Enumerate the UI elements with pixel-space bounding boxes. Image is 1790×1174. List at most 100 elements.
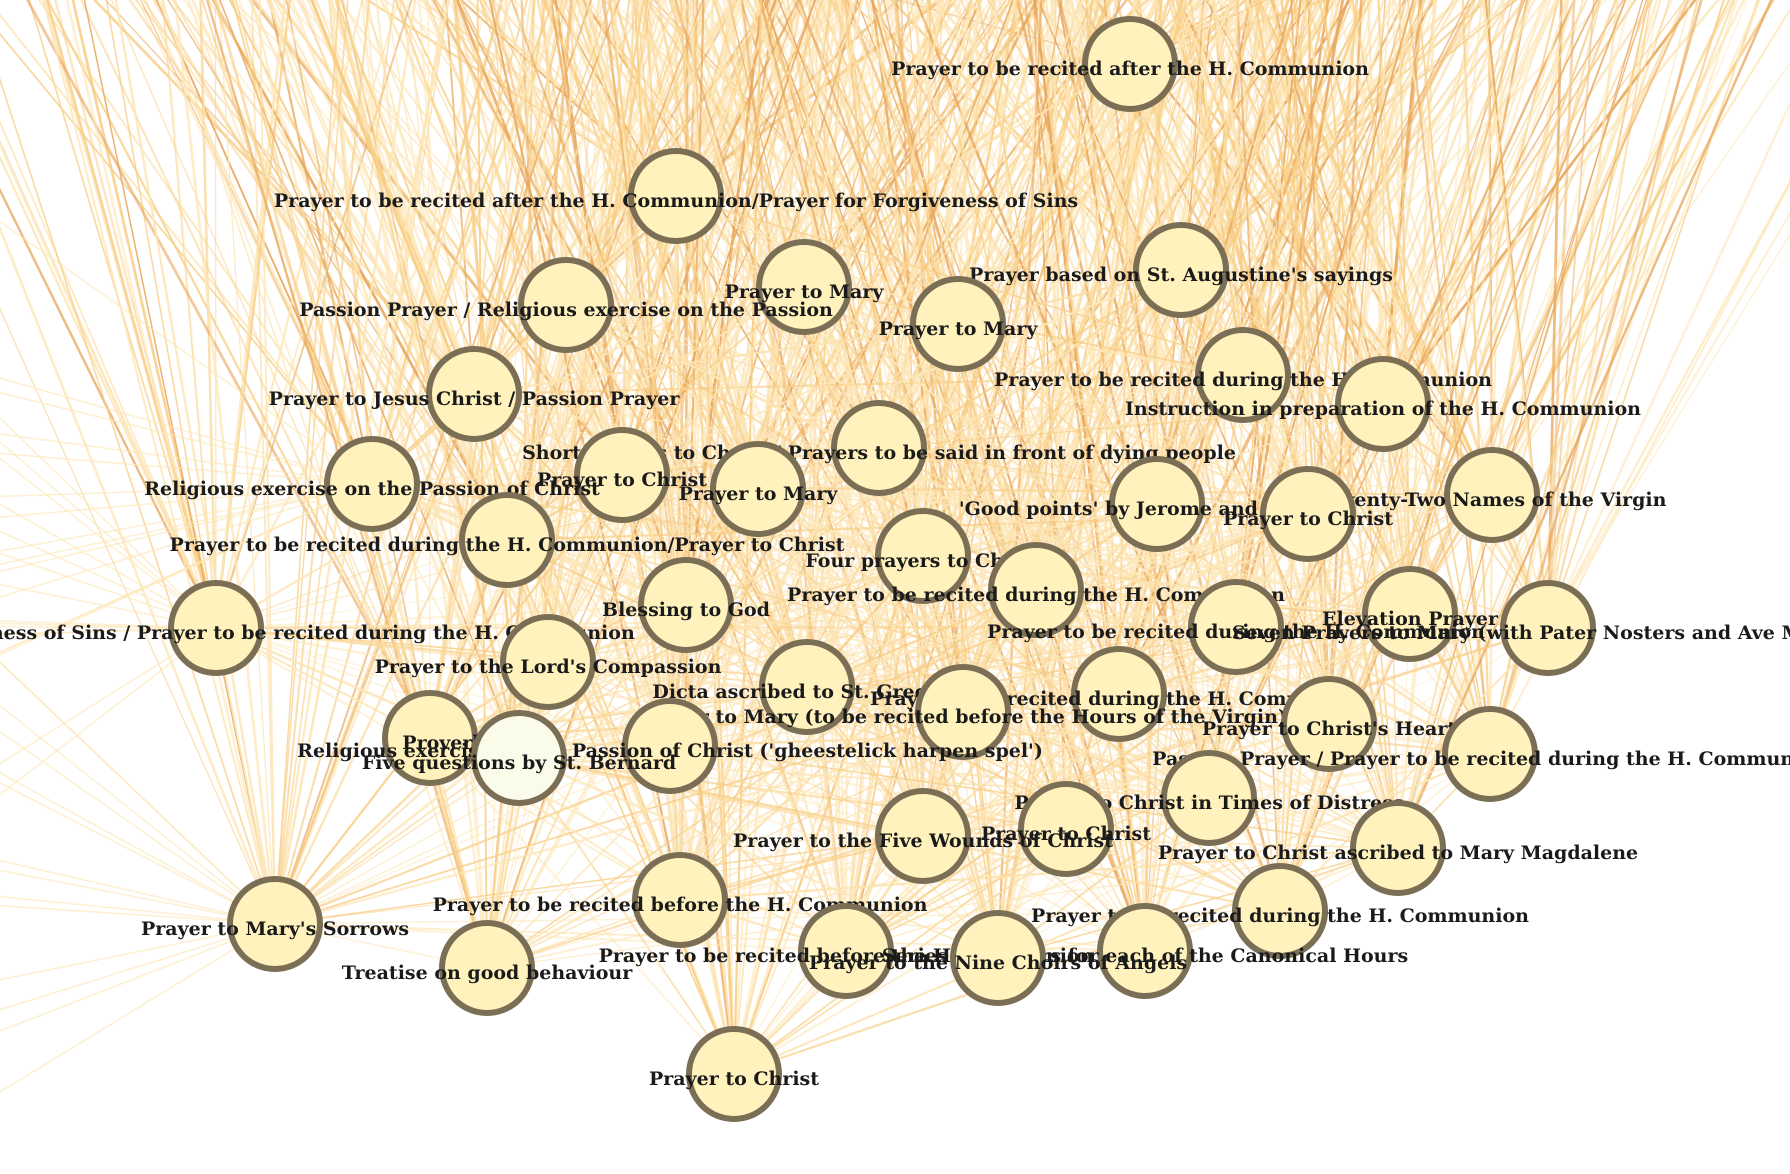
edge bbox=[45, 0, 218, 629]
node-marys-sorrows[interactable]: Prayer to Mary's Sorrows bbox=[141, 876, 409, 972]
node-circle[interactable] bbox=[950, 910, 1046, 1006]
node-religious-exercise-passion[interactable]: Religious exercise on the Passion of Chr… bbox=[144, 436, 600, 532]
node-prayer-to-mary-3[interactable]: Prayer to Mary bbox=[679, 441, 839, 537]
edge bbox=[274, 757, 520, 925]
node-five-wounds[interactable]: Prayer to the Five Wounds of Christ bbox=[733, 788, 1113, 884]
edge bbox=[247, 0, 509, 541]
node-prayer-during-communion-2[interactable]: Prayer to be recited during the H. Commu… bbox=[787, 542, 1285, 638]
node-seventy-two-names[interactable]: Seventy-Two Names of the Virgin bbox=[1318, 447, 1667, 543]
node-prayer-before-communion-1[interactable]: Prayer to be recited before the H. Commu… bbox=[433, 852, 928, 948]
node-prayer-during-communion-christ[interactable]: Prayer to be recited during the H. Commu… bbox=[170, 492, 845, 588]
node-prayer-jesus-passion[interactable]: Prayer to Jesus Christ / Passion Prayer bbox=[269, 346, 681, 442]
node-circle[interactable] bbox=[1442, 706, 1538, 802]
node-circle[interactable] bbox=[875, 508, 971, 604]
node-label: 'Good points' by Jerome and Albertus bbox=[959, 498, 1355, 520]
node-prayer-after-communion-forgiveness[interactable]: Prayer to be recited after the H. Commun… bbox=[274, 148, 1078, 244]
node-five-questions-bernard[interactable]: Five questions by St. Bernard bbox=[362, 710, 676, 806]
node-prayer-after-communion[interactable]: Prayer to be recited after the H. Commun… bbox=[891, 16, 1369, 112]
node-circle[interactable] bbox=[622, 698, 718, 794]
edge bbox=[803, 285, 1309, 516]
node-prayer-to-christ-1[interactable]: Prayer to Christ bbox=[537, 427, 707, 523]
node-christ-times-distress[interactable]: Prayer to Christ in Times of Distress bbox=[1014, 750, 1404, 846]
node-prayer-to-christ-4[interactable]: Prayer to Christ bbox=[649, 1026, 819, 1122]
node-nine-choirs-angels[interactable]: Prayer to the Nine Choirs of Angels bbox=[809, 910, 1187, 1006]
node-circle[interactable] bbox=[1350, 800, 1446, 896]
node-prayer-mary-hours[interactable]: Prayer to Mary (to be recited before the… bbox=[639, 664, 1287, 760]
node-passion-prayer-exercise[interactable]: Passion Prayer / Religious exercise on t… bbox=[299, 257, 833, 353]
node-instruction-communion[interactable]: Instruction in preparation of the H. Com… bbox=[1125, 356, 1641, 452]
node-dicta-gregory[interactable]: Dicta ascribed to St. Gregory bbox=[652, 639, 963, 735]
node-good-points-jerome[interactable]: 'Good points' by Jerome and Albertus bbox=[959, 456, 1355, 552]
node-circle[interactable] bbox=[1500, 580, 1596, 676]
edge bbox=[845, 613, 1411, 952]
node-circle[interactable] bbox=[1097, 903, 1193, 999]
node-prayer-to-mary-1[interactable]: Prayer to Mary bbox=[725, 239, 885, 335]
node-circle[interactable] bbox=[1018, 781, 1114, 877]
node-forgiveness-during-communion[interactable]: Prayer for Forgiveness of Sins / Prayer … bbox=[0, 580, 635, 676]
node-circle[interactable] bbox=[710, 441, 806, 537]
node-circle[interactable] bbox=[518, 257, 614, 353]
node-treatise-good-behaviour[interactable]: Treatise on good behaviour bbox=[342, 920, 633, 1016]
node-short-prayers-dying[interactable]: Short prayers to Christ / Prayers to be … bbox=[522, 400, 1236, 496]
node-circle[interactable] bbox=[875, 788, 971, 884]
node-circle[interactable] bbox=[1109, 456, 1205, 552]
node-circle[interactable] bbox=[574, 427, 670, 523]
node-circle[interactable] bbox=[632, 852, 728, 948]
node-prayer-to-mary-2[interactable]: Prayer to Mary bbox=[879, 276, 1039, 372]
node-circle[interactable] bbox=[1335, 356, 1431, 452]
node-prayer-to-christ-2[interactable]: Prayer to Christ bbox=[1223, 466, 1393, 562]
node-label: Instruction in preparation of the H. Com… bbox=[1125, 398, 1641, 420]
node-circle[interactable] bbox=[324, 436, 420, 532]
node-circle[interactable] bbox=[910, 276, 1006, 372]
node-circle[interactable] bbox=[1260, 466, 1356, 562]
node-circle[interactable] bbox=[1232, 863, 1328, 959]
node-circle[interactable] bbox=[638, 557, 734, 653]
node-circle[interactable] bbox=[628, 148, 724, 244]
edge bbox=[273, 0, 450, 925]
node-circle[interactable] bbox=[471, 710, 567, 806]
node-circle[interactable] bbox=[686, 1026, 782, 1122]
node-circle[interactable] bbox=[1188, 579, 1284, 675]
node-prayer-during-communion-4[interactable]: Prayer to be recited during the H. Commu… bbox=[870, 646, 1368, 742]
node-circle[interactable] bbox=[1133, 222, 1229, 318]
node-circle[interactable] bbox=[439, 920, 535, 1016]
node-seven-prayers-mary[interactable]: Seven Prayers to Mary (with Pater Noster… bbox=[1232, 580, 1790, 676]
node-circle[interactable] bbox=[798, 903, 894, 999]
node-circle[interactable] bbox=[1071, 646, 1167, 742]
node-prayer-during-communion-3[interactable]: Prayer to be recited during the H. Commu… bbox=[987, 579, 1485, 675]
node-elevation-prayer[interactable]: Elevation Prayer bbox=[1322, 566, 1499, 662]
node-circle[interactable] bbox=[1281, 676, 1377, 772]
node-proverb[interactable]: Proverb bbox=[382, 690, 486, 786]
node-lords-compassion[interactable]: Prayer to the Lord's Compassion bbox=[375, 614, 722, 710]
node-four-prayers-christ[interactable]: Four prayers to Christ bbox=[805, 508, 1041, 604]
edge bbox=[0, 923, 276, 1011]
node-circle[interactable] bbox=[1362, 566, 1458, 662]
node-circle[interactable] bbox=[426, 346, 522, 442]
node-circle[interactable] bbox=[382, 690, 478, 786]
node-circle[interactable] bbox=[1444, 447, 1540, 543]
node-circle[interactable] bbox=[500, 614, 596, 710]
node-circle[interactable] bbox=[988, 542, 1084, 638]
edge bbox=[1546, 0, 1699, 629]
node-prayer-to-christ-3[interactable]: Prayer to Christ bbox=[981, 781, 1151, 877]
node-christs-heart[interactable]: Prayer to Christ's Heart bbox=[1202, 676, 1457, 772]
node-circle[interactable] bbox=[168, 580, 264, 676]
node-circle[interactable] bbox=[915, 664, 1011, 760]
node-circle[interactable] bbox=[759, 639, 855, 735]
node-circle[interactable] bbox=[1195, 327, 1291, 423]
node-prayer-augustine[interactable]: Prayer based on St. Augustine's sayings bbox=[969, 222, 1393, 318]
node-passion-during-communion[interactable]: Passion Prayer / Prayer to be recited du… bbox=[1152, 706, 1790, 802]
node-circle[interactable] bbox=[459, 492, 555, 588]
node-blessing-to-god[interactable]: Blessing to God bbox=[602, 557, 770, 653]
edge bbox=[733, 828, 1067, 1075]
node-circle[interactable] bbox=[227, 876, 323, 972]
edge bbox=[1547, 0, 1759, 629]
node-circle[interactable] bbox=[756, 239, 852, 335]
node-christ-mary-magdalene[interactable]: Prayer to Christ ascribed to Mary Magdal… bbox=[1158, 800, 1638, 896]
edge bbox=[0, 483, 373, 498]
edge bbox=[0, 771, 276, 925]
node-circle[interactable] bbox=[1082, 16, 1178, 112]
node-circle[interactable] bbox=[831, 400, 927, 496]
node-circle[interactable] bbox=[1161, 750, 1257, 846]
